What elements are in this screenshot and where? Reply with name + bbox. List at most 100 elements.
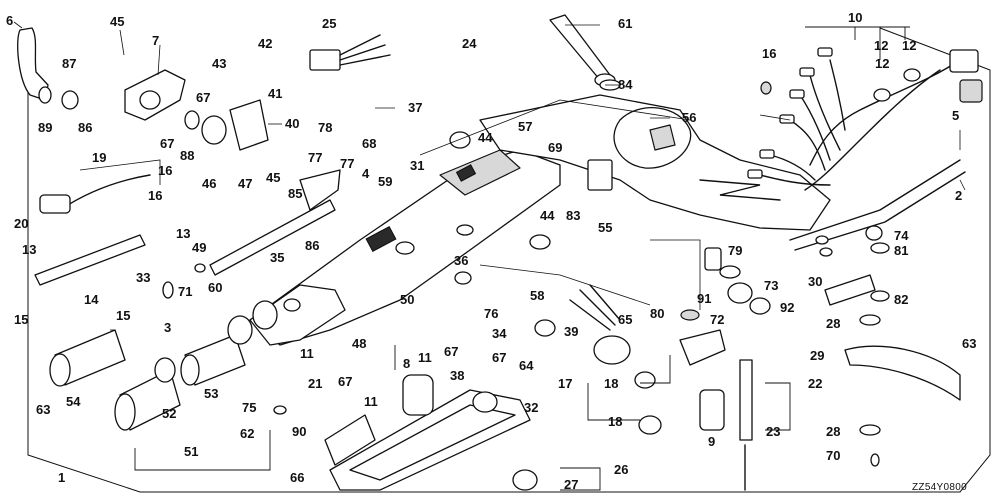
callout-11: 11 <box>300 346 314 361</box>
throttle-grip-assembly <box>49 300 278 431</box>
callout-24: 24 <box>462 36 477 51</box>
callout-18: 18 <box>608 414 622 429</box>
callout-44: 44 <box>540 208 555 223</box>
callout-2: 2 <box>955 188 962 203</box>
callout-52: 52 <box>162 406 176 421</box>
callout-23: 23 <box>766 424 780 439</box>
callout-10: 10 <box>848 10 862 25</box>
callout-61: 61 <box>618 16 632 31</box>
callout-86: 86 <box>305 238 319 253</box>
hoses <box>324 374 434 466</box>
callout-6: 6 <box>6 13 13 28</box>
wire-harness <box>747 47 983 191</box>
callout-12: 12 <box>902 38 916 53</box>
callout-4: 4 <box>362 166 370 181</box>
lower-cover <box>329 389 531 491</box>
callout-67: 67 <box>492 350 506 365</box>
callout-16: 16 <box>158 163 172 178</box>
control-bracket-assembly <box>124 69 269 151</box>
callout-11: 11 <box>418 350 432 365</box>
callout-17: 17 <box>558 376 572 391</box>
callout-73: 73 <box>764 278 778 293</box>
washers-and-nuts <box>162 79 890 491</box>
callout-48: 48 <box>352 336 366 351</box>
callout-40: 40 <box>285 116 299 131</box>
callout-labels: 6 45 25 61 10 7 87 43 42 24 16 12 12 12 … <box>6 10 976 492</box>
callout-11: 11 <box>364 394 378 409</box>
callout-80: 80 <box>650 306 664 321</box>
callout-28: 28 <box>826 316 840 331</box>
throttle-shaft <box>209 169 341 276</box>
callout-14: 14 <box>84 292 99 307</box>
callout-12: 12 <box>875 56 889 71</box>
diagram-code: ZZ54Y0800 <box>912 482 967 493</box>
callout-60: 60 <box>208 280 222 295</box>
callout-72: 72 <box>710 312 724 327</box>
callout-37: 37 <box>408 100 422 115</box>
callout-46: 46 <box>202 176 216 191</box>
callout-75: 75 <box>242 400 256 415</box>
callout-51: 51 <box>184 444 198 459</box>
callout-49: 49 <box>192 240 206 255</box>
callout-36: 36 <box>454 253 468 268</box>
callout-74: 74 <box>894 228 909 243</box>
callout-19: 19 <box>92 150 106 165</box>
callout-68: 68 <box>362 136 376 151</box>
tiller-grip <box>17 27 79 110</box>
callout-42: 42 <box>258 36 272 51</box>
callout-43: 43 <box>212 56 226 71</box>
callout-63: 63 <box>36 402 50 417</box>
callout-30: 30 <box>808 274 822 289</box>
callout-83: 83 <box>566 208 580 223</box>
callout-82: 82 <box>894 292 908 307</box>
callout-5: 5 <box>952 108 959 123</box>
callout-3: 3 <box>164 320 171 335</box>
grouping-brackets <box>134 26 910 491</box>
tiller-handle-body <box>249 149 561 346</box>
callout-13: 13 <box>22 242 36 257</box>
callout-86: 86 <box>78 120 92 135</box>
callout-16: 16 <box>762 46 776 61</box>
callout-78: 78 <box>318 120 332 135</box>
callout-35: 35 <box>270 250 284 265</box>
callout-20: 20 <box>14 216 28 231</box>
callout-89: 89 <box>38 120 52 135</box>
callout-9: 9 <box>708 434 715 449</box>
callout-65: 65 <box>618 312 632 327</box>
callout-70: 70 <box>826 448 840 463</box>
callout-26: 26 <box>614 462 628 477</box>
callout-25: 25 <box>322 16 336 31</box>
callout-45: 45 <box>110 14 124 29</box>
callout-44: 44 <box>478 130 493 145</box>
callout-31: 31 <box>410 158 424 173</box>
callout-16: 16 <box>148 188 162 203</box>
callout-50: 50 <box>400 292 414 307</box>
callout-13: 13 <box>176 226 190 241</box>
callout-77: 77 <box>340 156 354 171</box>
callout-57: 57 <box>518 119 532 134</box>
callout-18: 18 <box>604 376 618 391</box>
callout-15: 15 <box>116 308 130 323</box>
callout-62: 62 <box>240 426 254 441</box>
swivel-bracket-body <box>479 94 831 231</box>
callout-53: 53 <box>204 386 218 401</box>
callout-67: 67 <box>444 344 458 359</box>
callout-67: 67 <box>196 90 210 105</box>
callout-54: 54 <box>66 394 81 409</box>
callout-32: 32 <box>524 400 538 415</box>
callout-69: 69 <box>548 140 562 155</box>
callout-12: 12 <box>874 38 888 53</box>
callout-58: 58 <box>530 288 544 303</box>
callout-21: 21 <box>308 376 322 391</box>
callout-41: 41 <box>268 86 282 101</box>
callout-45: 45 <box>266 170 280 185</box>
callout-15: 15 <box>14 312 28 327</box>
callout-63: 63 <box>962 336 976 351</box>
callout-56: 56 <box>682 110 696 125</box>
callout-8: 8 <box>403 356 410 371</box>
callout-81: 81 <box>894 243 908 258</box>
callout-79: 79 <box>728 243 742 258</box>
callout-27: 27 <box>564 477 578 492</box>
gear-lever-rod <box>34 174 151 286</box>
